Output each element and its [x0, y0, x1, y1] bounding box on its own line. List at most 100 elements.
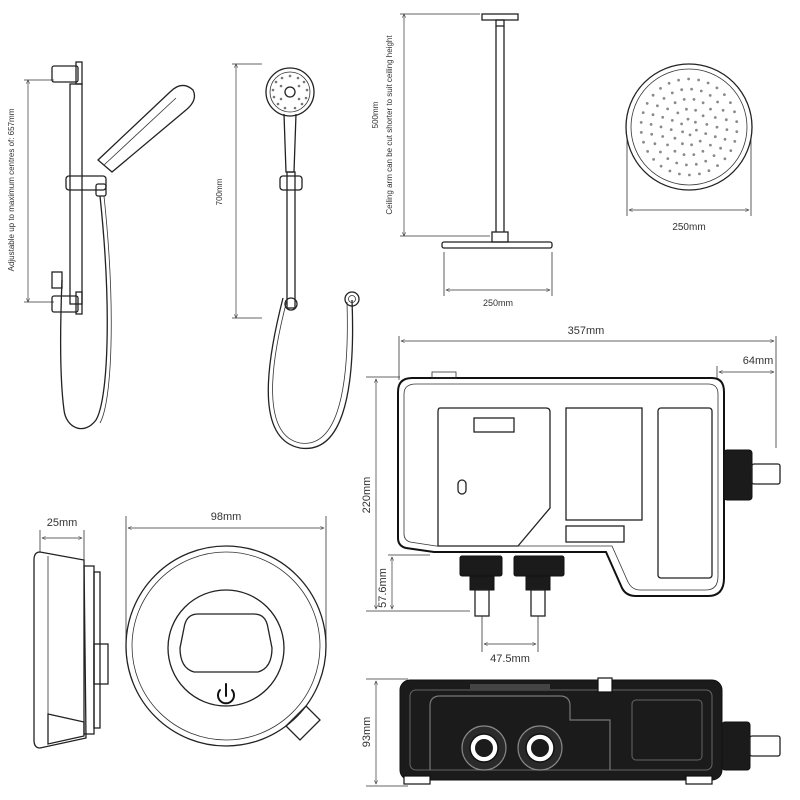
rose-nozzle [698, 172, 701, 176]
rose-nozzle [721, 108, 725, 112]
handset-rail-drawing: 700mm [215, 64, 360, 450]
control-side-drawing: 25mm [33, 517, 109, 749]
rose-nozzle [653, 142, 657, 146]
control-diameter-label: 98mm [211, 511, 242, 523]
rose-nozzle [686, 117, 690, 121]
ceiling-arm-drawing: 500mm Ceiling arm can be cut shorter to … [371, 13, 553, 308]
rose-nozzle [667, 81, 671, 85]
rose-nozzle [697, 78, 700, 82]
rose-nozzle [733, 140, 737, 143]
rose-nozzle [719, 146, 722, 150]
rose-nozzle [682, 98, 686, 101]
rose-nozzle [673, 101, 677, 105]
rose-nozzle [659, 87, 662, 90]
rose-nozzle [677, 78, 680, 82]
rose-nozzle [712, 154, 716, 158]
rose-nozzle [680, 88, 684, 92]
rose-nozzle [680, 122, 683, 126]
rose-nozzle [701, 149, 705, 153]
rose-nozzle [651, 93, 655, 97]
unit-width-label: 357mm [568, 325, 605, 337]
arm-length-label: 500mm [371, 101, 380, 128]
rose-nozzle [688, 133, 692, 137]
rose-nozzle [699, 89, 703, 93]
rose-nozzle [694, 162, 698, 166]
arm-rose-width-label: 250mm [483, 298, 513, 308]
rose-nozzle [661, 115, 665, 119]
rose-nozzle [705, 123, 709, 126]
rose-nozzle [639, 131, 643, 134]
rose-nozzle [673, 136, 677, 140]
rose-nozzle [706, 81, 710, 85]
rose-nozzle [685, 107, 688, 111]
rose-nozzle [692, 153, 696, 157]
rose-nozzle [652, 158, 655, 161]
rose-nozzle [668, 169, 672, 173]
rose-plan-drawing: 250mm [625, 63, 753, 233]
inlet-height-label: 57.6mm [377, 568, 389, 608]
rose-nozzle [701, 101, 705, 105]
rose-nozzle [723, 93, 726, 96]
rose-nozzle [666, 143, 669, 147]
rose-nozzle [692, 98, 696, 101]
pump-unit-front-drawing: 357mm 64mm 220mm 57.6mm [361, 325, 781, 665]
rose-nozzle [695, 128, 698, 132]
rose-nozzle [659, 164, 663, 168]
rose-nozzle [707, 169, 711, 173]
rose-nozzle [678, 172, 681, 176]
rail-adjust-label: Adjustable up to maximum centres of: 657… [7, 108, 16, 271]
rose-nozzle [669, 128, 673, 132]
power-icon [217, 683, 235, 705]
control-front-drawing: 98mm [125, 511, 327, 747]
rose-nozzle [646, 150, 649, 153]
rose-nozzle [661, 135, 665, 138]
handset-height-label: 700mm [215, 178, 224, 205]
rose-nozzle [670, 91, 674, 95]
rose-nozzle [659, 125, 663, 129]
rose-nozzle [649, 123, 653, 126]
rose-nozzle [642, 140, 645, 144]
rose-nozzle [641, 111, 645, 114]
rose-nozzle [656, 104, 659, 108]
rose-nozzle [659, 150, 662, 154]
outlet-offset-label: 64mm [743, 355, 774, 367]
rose-nozzle [733, 110, 736, 114]
rose-nozzle [713, 135, 717, 139]
rose-nozzle [735, 130, 739, 134]
rose-nozzle [639, 121, 643, 124]
rose-nozzle [735, 120, 739, 123]
rose-nozzle [694, 108, 697, 112]
rose-nozzle [723, 137, 727, 141]
rose-nozzle [709, 143, 712, 147]
riser-rail-drawing: Adjustable up to maximum centres of: 657… [7, 61, 196, 430]
pump-unit-lower-drawing: 93mm [361, 677, 781, 787]
rose-nozzle [709, 107, 712, 111]
control-depth-label: 25mm [47, 517, 78, 529]
rose-nozzle [729, 149, 733, 153]
rose-nozzle [698, 139, 702, 143]
rose-nozzle [708, 94, 712, 97]
rose-nozzle [676, 111, 680, 115]
rose-nozzle [690, 143, 693, 147]
rose-nozzle [713, 116, 717, 119]
rose-nozzle [675, 161, 679, 165]
rose-nozzle [682, 153, 686, 157]
unit-depth-label: 93mm [361, 717, 373, 748]
unit-height-label: 220mm [361, 477, 373, 514]
rose-nozzle [670, 119, 674, 122]
rose-nozzle [729, 101, 732, 104]
rose-nozzle [704, 159, 708, 163]
rose-nozzle [645, 102, 649, 105]
rose-nozzle [687, 77, 690, 81]
rose-nozzle [690, 87, 693, 91]
arm-note-label: Ceiling arm can be cut shorter to suit c… [385, 35, 394, 215]
rose-nozzle [666, 107, 669, 111]
rose-nozzle [701, 114, 705, 118]
rose-nozzle [688, 173, 691, 177]
rose-nozzle [716, 100, 719, 104]
rose-nozzle [724, 118, 728, 122]
rose-nozzle [662, 97, 666, 100]
rose-nozzle [681, 130, 684, 134]
rose-diameter-label: 250mm [672, 222, 705, 233]
